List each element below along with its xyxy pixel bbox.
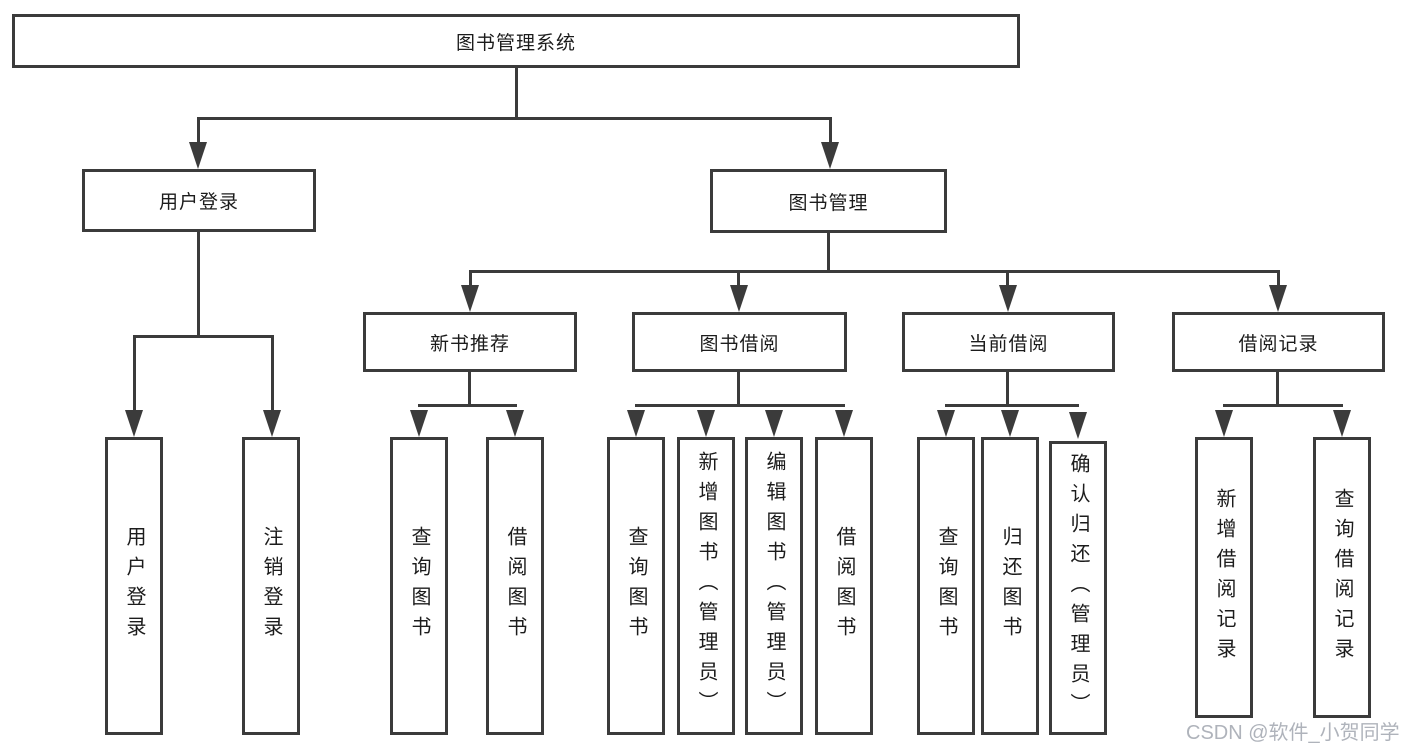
arrow-down-icon <box>461 285 479 312</box>
connector-drop <box>133 335 136 413</box>
node-label: 新书推荐 <box>429 333 510 355</box>
leaf-confirm-return-admin: 确认归还（管理员） <box>1049 441 1107 735</box>
node-label: 新增图书（管理员） <box>695 451 717 721</box>
node-label: 编辑图书（管理员） <box>763 451 785 721</box>
leaf-user-login: 用户登录 <box>105 437 163 735</box>
node-label: 确认归还（管理员） <box>1067 453 1089 723</box>
node-label: 当前借阅 <box>968 333 1049 355</box>
leaf-add-borrow-record: 新增借阅记录 <box>1195 437 1253 718</box>
node-label: 图书借阅 <box>699 333 780 355</box>
connector-book-mgmt-rail <box>469 270 1280 273</box>
arrow-down-icon <box>1269 285 1287 312</box>
node-label: 新增借阅记录 <box>1213 487 1235 668</box>
node-label: 借阅图书 <box>833 526 855 646</box>
connector-drop <box>469 270 472 288</box>
node-label: 图书管理 <box>788 192 869 214</box>
csdn-watermark: CSDN @软件_小贺同学 <box>1186 722 1400 744</box>
arrow-down-icon <box>1333 410 1351 437</box>
arrow-down-icon <box>765 410 783 437</box>
leaf-add-books-admin: 新增图书（管理员） <box>677 437 735 735</box>
connector-book-mgmt-stem <box>827 233 830 273</box>
arrow-down-icon <box>730 285 748 312</box>
connector-stem <box>1006 372 1009 407</box>
connector-drop <box>1006 270 1009 288</box>
node-label: 图书管理系统 <box>455 32 576 54</box>
connector-drop <box>737 270 740 288</box>
leaf-query-books-current: 查询图书 <box>917 437 975 735</box>
arrow-down-icon <box>999 285 1017 312</box>
arrow-down-icon <box>189 142 207 169</box>
node-label: 注销登录 <box>260 526 282 646</box>
node-label: 查询图书 <box>625 526 647 646</box>
connector-stem <box>737 372 740 407</box>
arrow-down-icon <box>821 142 839 169</box>
connector-stem <box>1276 372 1279 407</box>
arrow-down-icon <box>506 410 524 437</box>
arrow-down-icon <box>1215 410 1233 437</box>
leaf-borrow-books: 借阅图书 <box>815 437 873 735</box>
connector-root-rail <box>197 117 832 120</box>
arrow-down-icon <box>937 410 955 437</box>
arrow-down-icon <box>1001 410 1019 437</box>
leaf-query-books-recommend: 查询图书 <box>390 437 448 735</box>
connector-drop-book-mgmt <box>829 117 832 145</box>
node-new-book-recommend: 新书推荐 <box>363 312 577 372</box>
node-label: 用户登录 <box>123 526 145 646</box>
node-book-borrow: 图书借阅 <box>632 312 847 372</box>
leaf-query-books-borrow: 查询图书 <box>607 437 665 735</box>
arrow-down-icon <box>263 410 281 437</box>
connector-rail <box>1223 404 1343 407</box>
node-label: 借阅图书 <box>504 526 526 646</box>
connector-root-stem <box>515 68 518 120</box>
node-root-library-system: 图书管理系统 <box>12 14 1020 68</box>
arrow-down-icon <box>697 410 715 437</box>
leaf-query-borrow-record: 查询借阅记录 <box>1313 437 1371 718</box>
arrow-down-icon <box>125 410 143 437</box>
leaf-logout: 注销登录 <box>242 437 300 735</box>
node-label: 用户登录 <box>158 192 239 213</box>
arrow-down-icon <box>627 410 645 437</box>
node-label: 归还图书 <box>999 526 1021 646</box>
arrow-down-icon <box>410 410 428 437</box>
node-book-management: 图书管理 <box>710 169 947 233</box>
node-current-borrow: 当前借阅 <box>902 312 1115 372</box>
node-label: 查询借阅记录 <box>1331 487 1353 668</box>
arrow-down-icon <box>835 410 853 437</box>
connector-stem <box>468 372 471 407</box>
connector-rail <box>418 404 517 407</box>
node-user-login: 用户登录 <box>82 169 316 232</box>
node-label: 查询图书 <box>935 526 957 646</box>
connector-user-login-rail <box>133 335 274 338</box>
connector-drop <box>271 335 274 413</box>
connector-drop-user-login <box>197 117 200 145</box>
leaf-borrow-books-recommend: 借阅图书 <box>486 437 544 735</box>
connector-drop <box>1277 270 1280 288</box>
connector-rail <box>945 404 1079 407</box>
leaf-edit-books-admin: 编辑图书（管理员） <box>745 437 803 735</box>
arrow-down-icon <box>1069 412 1087 439</box>
leaf-return-books: 归还图书 <box>981 437 1039 735</box>
node-label: 查询图书 <box>408 526 430 646</box>
node-borrow-records: 借阅记录 <box>1172 312 1385 372</box>
connector-rail <box>635 404 845 407</box>
node-label: 借阅记录 <box>1238 333 1319 355</box>
connector-user-login-stem <box>197 232 200 338</box>
